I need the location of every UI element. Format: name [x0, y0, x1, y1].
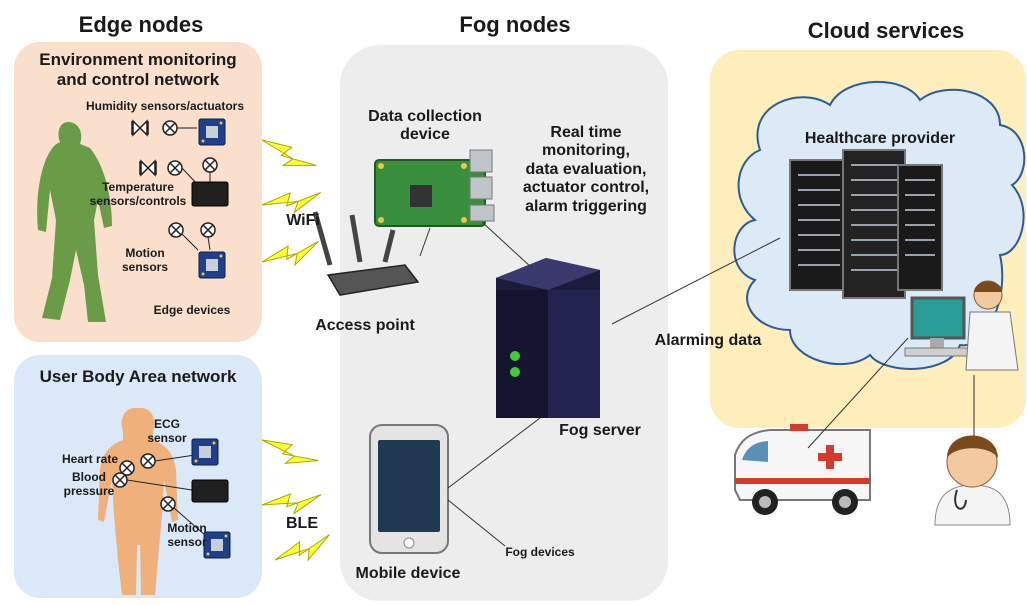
motion-sensor-icon	[200, 222, 216, 238]
body-area-network-title: User Body Area network	[39, 367, 237, 386]
access-point-router-icon	[312, 211, 420, 296]
edge-device-board	[198, 118, 226, 146]
wireless-link-bolt	[255, 134, 320, 179]
fog-nodes-header: Fog nodes	[459, 12, 571, 37]
edge-device-board	[191, 479, 229, 503]
walking-person-silhouette	[37, 122, 112, 322]
data-collection-device-label: Data collection device	[368, 108, 482, 144]
fog-devices-label: Fog devices	[505, 545, 575, 559]
ble-label: BLE	[286, 515, 318, 532]
wireless-link-bolt	[256, 433, 321, 475]
edge-device-board	[198, 251, 226, 279]
motion-sensor-icon	[168, 222, 184, 238]
edge-nodes-header: Edge nodes	[78, 12, 204, 37]
access-point-label: Access point	[315, 317, 415, 334]
wireless-link-bolt	[271, 528, 336, 574]
motion-sensor-icon	[160, 496, 176, 512]
edge-devices-label: Edge devices	[153, 303, 231, 317]
temperature-sensor-icon	[167, 160, 183, 176]
healthcare-worker-icon	[904, 280, 1019, 371]
human-body-silhouette	[98, 408, 178, 595]
doctor-icon	[934, 435, 1011, 526]
heart-rate-label: Heart rate	[61, 452, 119, 466]
cloud-server-rack	[789, 149, 943, 299]
blood-pressure-label: Blood pressure	[63, 470, 115, 498]
humidity-sensors-label: Humidity sensors/actuators	[85, 99, 245, 113]
fog-server-label: Fog server	[559, 422, 641, 439]
healthcare-provider-label: Healthcare provider	[804, 130, 956, 147]
wireless-link-bolt	[259, 235, 324, 276]
environment-network-title: Environment monitoring and control netwo…	[39, 50, 237, 89]
fog-functions-label: Real time monitoring, data evaluation, a…	[522, 124, 650, 215]
alarming-data-label: Alarming data	[654, 332, 762, 349]
mobile-device-label: Mobile device	[355, 565, 461, 582]
cloud-services-header: Cloud services	[807, 18, 965, 43]
motion-sensors-label: Motion sensors	[121, 246, 169, 274]
ecg-sensor-label: ECG sensor	[147, 417, 187, 445]
wifi-label: WiFi	[286, 212, 320, 229]
temperature-sensor-icon	[202, 157, 218, 173]
ambulance-icon	[734, 424, 871, 515]
connection-lines	[419, 221, 975, 547]
mobile-device-icon	[369, 424, 449, 554]
fog-server-icon	[496, 258, 600, 418]
data-collection-board-icon	[374, 149, 495, 227]
ecg-sensor-icon	[140, 453, 156, 469]
motion-sensor-label: Motion sensor	[167, 521, 207, 549]
temperature-sensors-label: Temperature sensors/controls	[89, 180, 187, 208]
humidity-sensor-icon	[162, 120, 178, 136]
edge-device-board	[191, 181, 229, 207]
